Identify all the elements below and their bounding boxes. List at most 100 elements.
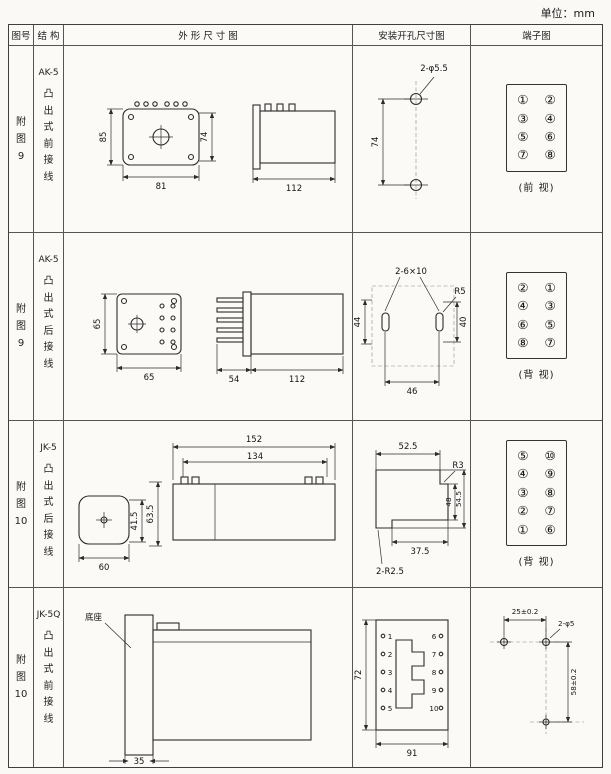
terminal-view-label: (背 视) — [518, 556, 555, 568]
pin-number: 7 — [431, 650, 436, 659]
dim-hole-spacing: 74 — [371, 137, 381, 148]
terminal-number: ④ — [517, 298, 529, 314]
mounting-drawing-jk5q: 1 2 3 4 5 6 7 8 9 10 72 91 — [353, 588, 471, 767]
terminal-view-label: (背 视) — [518, 370, 555, 382]
structure-desc: 凸出式后接线 — [43, 276, 54, 370]
dim-left: 44 — [354, 317, 363, 328]
terminal-number: ① — [517, 92, 529, 108]
dim-total-l: 152 — [245, 435, 261, 445]
mounting-drawing-jk5: 52.5 R3 48 54.5 37.5 — [353, 421, 471, 588]
pin-number: 10 — [429, 704, 439, 713]
terminal-number: ⑦ — [544, 334, 556, 350]
fig-no-row4: 附图10 — [9, 588, 34, 767]
pin-number: 1 — [387, 632, 392, 641]
outline-svg-row4: 底座 35 — [85, 612, 312, 766]
terminal-number: ② — [517, 279, 529, 295]
outline-svg-row3: 60 41.5 63.5 — [77, 435, 336, 573]
dim-front-w: 65 — [143, 373, 154, 383]
dim-side-w: 112 — [285, 184, 301, 194]
dim-bottom: 46 — [406, 387, 417, 397]
terminal-number: ① — [544, 279, 556, 295]
dim-front-w: 81 — [155, 182, 166, 192]
terminal-number: ③ — [544, 298, 556, 314]
terminal-number: ⑥ — [544, 521, 556, 537]
hole-callout: 2-φ5 — [558, 619, 574, 628]
base-label: 底座 — [85, 612, 103, 623]
terminal-diagram-row4: 25±0.2 2-φ5 58±0.2 — [471, 588, 602, 767]
slot-callout: 2-6×10 — [395, 267, 427, 277]
pin-number: 5 — [387, 704, 392, 713]
header-outline: 外 形 尺 寸 图 — [64, 25, 353, 46]
mounting-svg-row1: 2-φ5.5 74 — [371, 64, 448, 199]
outline-drawing-jk5: 60 41.5 63.5 — [64, 421, 353, 588]
dim-bottom-w: 37.5 — [410, 547, 429, 557]
pin-number: 9 — [431, 686, 436, 695]
dim-pin-depth: 54 — [228, 375, 239, 385]
terminal-number: ③ — [517, 484, 529, 500]
terminal-number: ⑦ — [544, 503, 556, 519]
radius-callout: R3 — [452, 461, 463, 471]
dim-body-l: 134 — [246, 452, 262, 462]
pin-number: 8 — [431, 668, 436, 677]
terminal-number: ⑤ — [544, 316, 556, 332]
dim-h2: 63.5 — [146, 505, 156, 524]
terminal-number: ④ — [544, 110, 556, 126]
dim-front-h: 85 — [99, 132, 109, 143]
pin-number: 4 — [387, 686, 392, 695]
hole-callout: 2-φ5.5 — [420, 64, 448, 74]
pin-number: 2 — [387, 650, 392, 659]
dim-left: 72 — [354, 669, 364, 680]
terminal-box: ② ① ④ ③ ⑥ ⑤ ⑧ ⑦ — [506, 271, 567, 360]
outline-drawing-ak5-front: 85 74 81 112 — [64, 46, 353, 233]
mounting-drawing-ak5-front: 2-φ5.5 74 — [353, 46, 471, 233]
terminal-number: ⑧ — [544, 147, 556, 163]
structure-row4: JK-5Q 凸出式前接线 — [34, 588, 64, 767]
mounting-svg-row3: 52.5 R3 48 54.5 37.5 — [374, 442, 466, 577]
header-terminal: 端子图 — [471, 25, 602, 46]
dim-inner-h: 74 — [200, 132, 210, 143]
dim-h1: 41.5 — [130, 512, 140, 531]
pin-number: 3 — [387, 668, 392, 677]
dim-right: 40 — [459, 317, 469, 328]
terminal-box: ① ② ③ ④ ⑤ ⑥ ⑦ ⑧ — [506, 84, 567, 172]
terminal-number: ⑧ — [544, 484, 556, 500]
outline-drawing-jk5q: 底座 35 — [64, 588, 353, 767]
terminal-view-label: (前 视) — [518, 182, 555, 194]
dim-hole-spacing-v: 58±0.2 — [569, 668, 578, 695]
terminal-number: ② — [544, 92, 556, 108]
dim-front-w: 60 — [98, 563, 109, 573]
structure-desc: 凸出式后接线 — [43, 464, 54, 558]
pin-number: 6 — [431, 632, 436, 641]
fig-no-row1: 附图9 — [9, 46, 34, 233]
structure-row1: AK-5 凸出式前接线 — [34, 46, 64, 233]
structure-row3: JK-5 凸出式后接线 — [34, 421, 64, 588]
dim-front-h: 65 — [93, 319, 103, 330]
terminal-number: ⑤ — [517, 448, 529, 464]
model-label: JK-5Q — [36, 610, 61, 620]
dim-side-w: 112 — [288, 375, 304, 385]
terminal-number: ② — [517, 503, 529, 519]
dim-hole-spacing-h: 25±0.2 — [512, 607, 539, 616]
terminal-svg-row4: 25±0.2 2-φ5 58±0.2 — [490, 607, 584, 734]
terminal-number: ① — [517, 521, 529, 537]
terminal-box: ⑤ ⑩ ④ ⑨ ③ ⑧ ② ⑦ ① ⑥ — [506, 440, 567, 546]
unit-label: 单位：mm — [540, 7, 595, 20]
structure-desc: 凸出式前接线 — [43, 631, 54, 725]
outline-drawing-ak5-rear: 65 65 54 112 — [64, 233, 353, 421]
terminal-number: ③ — [517, 110, 529, 126]
structure-row2: AK-5 凸出式后接线 — [34, 233, 64, 421]
outline-svg-row2: 65 65 54 112 — [93, 291, 344, 385]
terminal-number: ⑦ — [517, 147, 529, 163]
dim-top-w: 52.5 — [398, 442, 417, 452]
dim-bottom: 91 — [406, 749, 417, 759]
dim-base-w: 35 — [133, 757, 144, 766]
terminal-number: ④ — [517, 466, 529, 482]
terminal-number: ⑩ — [544, 448, 556, 464]
header-structure: 结 构 — [34, 25, 64, 46]
radius-callout: R5 — [454, 287, 465, 297]
terminal-number: ⑨ — [544, 466, 556, 482]
terminal-diagram-row2: ② ① ④ ③ ⑥ ⑤ ⑧ ⑦ (背 视) — [471, 233, 602, 421]
mounting-svg-row4: 1 2 3 4 5 6 7 8 9 10 72 91 — [354, 618, 449, 759]
fig-no-row3: 附图10 — [9, 421, 34, 588]
